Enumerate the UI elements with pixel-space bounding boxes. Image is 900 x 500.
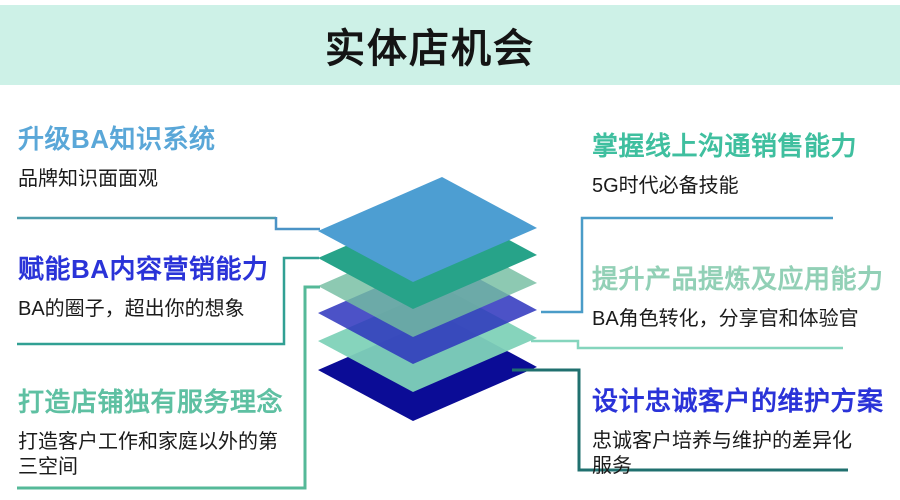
stack-layer-1-top <box>318 177 537 282</box>
page-title: 实体店机会 <box>325 27 535 71</box>
item-loyal-customer-plan: 设计忠诚客户的维护方案 忠诚客户培养与维护的差异化服务 <box>592 381 884 479</box>
item-unique-store-service: 打造店铺独有服务理念 打造客户工作和家庭以外的第三空间 <box>18 382 290 480</box>
item-subtitle: 打造客户工作和家庭以外的第三空间 <box>18 431 278 478</box>
item-subtitle: 5G时代必备技能 <box>592 175 739 197</box>
item-empower-ba-content: 赋能BA内容营销能力 BA的圈子，超出你的想象 <box>18 249 269 322</box>
item-subtitle: 忠诚客户培养与维护的差异化服务 <box>592 430 852 477</box>
item-online-sales-skill: 掌握线上沟通销售能力 5G时代必备技能 <box>592 126 857 199</box>
item-title: 掌握线上沟通销售能力 <box>592 131 858 161</box>
connector-right-2 <box>531 339 843 350</box>
connector-left-3 <box>17 285 320 490</box>
item-upgrade-ba-knowledge: 升级BA知识系统 品牌知识面面观 <box>18 119 216 192</box>
item-title: 打造店铺独有服务理念 <box>18 387 284 417</box>
item-title: 提升产品提炼及应用能力 <box>592 264 884 294</box>
title-banner: 实体店机会 <box>0 5 900 85</box>
connector-left-1-elbow <box>274 217 320 231</box>
item-title: 设计忠诚客户的维护方案 <box>592 386 884 416</box>
item-product-refining-skill: 提升产品提炼及应用能力 BA角色转化，分享官和体验官 <box>592 259 884 332</box>
item-title: 赋能BA内容营销能力 <box>18 254 269 284</box>
connector-left-2 <box>17 256 319 346</box>
item-subtitle: BA的圈子，超出你的想象 <box>18 298 245 320</box>
item-title: 升级BA知识系统 <box>18 124 216 154</box>
connector-right-1 <box>541 216 833 314</box>
connector-right-3 <box>512 368 848 472</box>
item-subtitle: 品牌知识面面观 <box>18 168 158 190</box>
item-subtitle: BA角色转化，分享官和体验官 <box>592 308 859 330</box>
